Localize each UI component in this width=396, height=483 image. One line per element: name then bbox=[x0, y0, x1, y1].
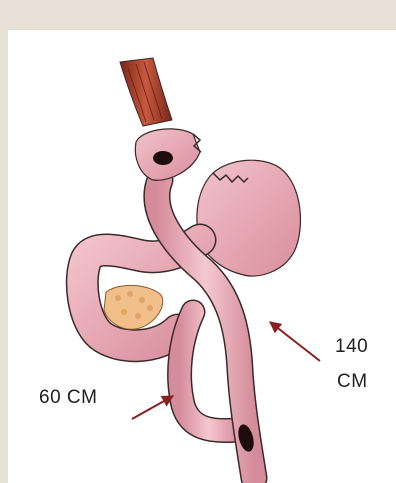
pancreas bbox=[104, 285, 163, 329]
label-140-unit: CM bbox=[337, 371, 368, 393]
label-140: 140 bbox=[335, 336, 368, 358]
arrow-60 bbox=[132, 396, 173, 419]
illustration-panel: 140 CM 60 CM bbox=[8, 30, 396, 483]
gastric-bypass-illustration bbox=[8, 30, 396, 483]
pouch-anastomosis bbox=[153, 151, 173, 165]
arrow-140 bbox=[270, 322, 320, 361]
remnant-stomach bbox=[197, 160, 301, 276]
label-60: 60 CM bbox=[39, 387, 97, 409]
